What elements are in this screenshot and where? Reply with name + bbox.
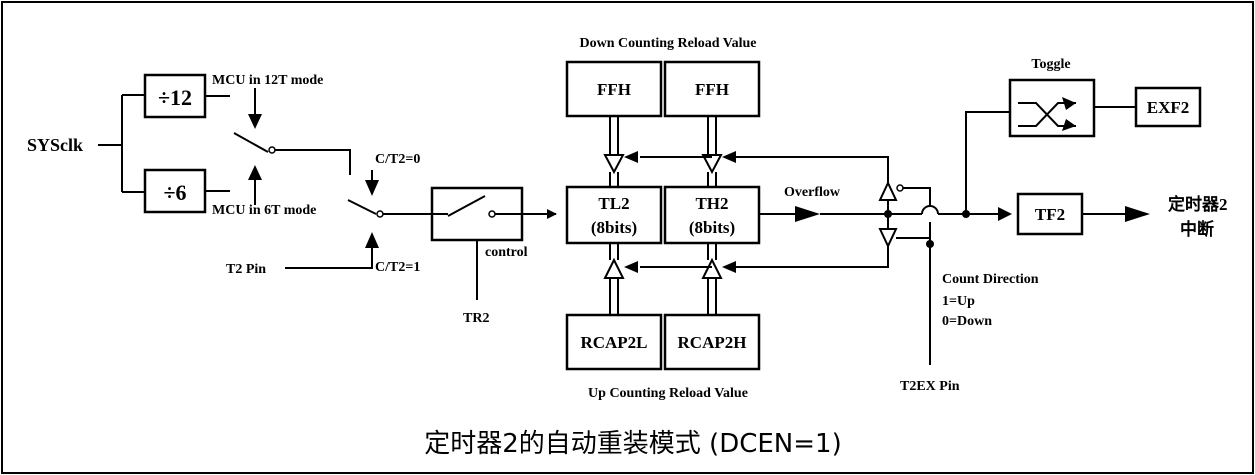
interrupt-arrowhead bbox=[1125, 206, 1150, 222]
mode-switch-output bbox=[275, 149, 351, 175]
down-reload-control-line bbox=[728, 156, 889, 183]
divide-by-12-label: ÷12 bbox=[158, 85, 192, 110]
ffh-high-bus bbox=[707, 116, 717, 155]
rcap2l-bus-upper bbox=[609, 243, 619, 260]
th2-name: TH2 bbox=[695, 194, 728, 213]
ffh-high-bus-head bbox=[701, 154, 723, 175]
ffh-low-bus-head bbox=[603, 154, 625, 175]
up-reload-control-line bbox=[728, 246, 889, 268]
rcap2h-bus-head bbox=[701, 257, 723, 279]
interrupt-line1: 定时器2 bbox=[1168, 194, 1228, 214]
interrupt-line2: 中断 bbox=[1180, 219, 1214, 239]
ffh-high-box bbox=[663, 60, 761, 118]
rcap2l-label: RCAP2L bbox=[580, 333, 647, 352]
rcap2h-bus-upper bbox=[707, 243, 717, 260]
ct2-1-label: C/T2=1 bbox=[375, 260, 420, 275]
rcap2l-bus bbox=[609, 278, 619, 315]
t2-pin-wire bbox=[285, 262, 373, 269]
tl2-box bbox=[565, 185, 663, 245]
direction-junction bbox=[926, 240, 934, 248]
diagram-caption: 定时器2的自动重装模式 (DCEN=1) bbox=[424, 429, 841, 459]
sysclk-label: SYSclk bbox=[27, 135, 83, 155]
divide-by-6-label: ÷6 bbox=[163, 180, 186, 205]
gate-down-bubble bbox=[896, 184, 904, 192]
exf2-label: EXF2 bbox=[1147, 98, 1190, 117]
tf2-arrowhead bbox=[998, 207, 1012, 221]
ffh-low-bus-lower bbox=[609, 172, 619, 187]
sysclk-wire bbox=[98, 94, 145, 193]
ffh-low-label: FFH bbox=[597, 80, 631, 99]
overflow-arrowhead bbox=[795, 206, 820, 222]
control-switch-out-node bbox=[488, 210, 496, 218]
rcap2l-box bbox=[565, 313, 663, 371]
toggle-symbol-arrow-up bbox=[1062, 97, 1076, 110]
ffh-high-bus-lower bbox=[707, 172, 717, 187]
direction-gate-feed-top bbox=[903, 187, 931, 206]
mode-switch-pivot bbox=[268, 146, 276, 154]
control-label: control bbox=[485, 245, 528, 260]
ct2-switch-pivot bbox=[376, 210, 384, 218]
ffh-low-box bbox=[565, 60, 663, 118]
mode-6t-arrowhead bbox=[248, 165, 262, 180]
up-reload-arrow-tl2 bbox=[624, 261, 638, 273]
gate-down-buffer bbox=[878, 180, 898, 201]
rcap2h-label: RCAP2H bbox=[678, 333, 747, 352]
mode-12t-arrowhead bbox=[248, 114, 262, 129]
gate-up-buffer bbox=[878, 228, 898, 249]
down-reload-arrow-tl2 bbox=[624, 151, 638, 163]
ffh-high-label: FFH bbox=[695, 80, 729, 99]
tl2-name: TL2 bbox=[598, 194, 629, 213]
toggle-symbol-arrow-down bbox=[1062, 119, 1076, 131]
down-reload-title: Down Counting Reload Value bbox=[580, 36, 757, 51]
down-reload-arrow-th2 bbox=[722, 151, 736, 163]
direction-crossover bbox=[921, 205, 939, 215]
ct2-0-arrowhead bbox=[365, 180, 379, 196]
mode-switch-blade bbox=[233, 132, 269, 153]
mode-6t-label: MCU in 6T mode bbox=[212, 203, 316, 218]
count-direction-down: 0=Down bbox=[942, 314, 992, 329]
t2ex-pin-label: T2EX Pin bbox=[900, 379, 960, 394]
divide-by-6-box bbox=[143, 168, 207, 214]
th2-bits: (8bits) bbox=[689, 218, 735, 237]
ffh-low-bus bbox=[609, 116, 619, 155]
count-direction-up: 1=Up bbox=[942, 294, 975, 309]
control-switch-contact bbox=[447, 195, 486, 217]
count-direction-title: Count Direction bbox=[942, 272, 1039, 287]
toggle-label: Toggle bbox=[1031, 57, 1070, 72]
ct2-0-label: C/T2=0 bbox=[375, 152, 420, 167]
mode-12t-label: MCU in 12T mode bbox=[212, 73, 323, 88]
t2-pin-label: T2 Pin bbox=[226, 262, 266, 277]
up-reload-arrow-th2 bbox=[722, 261, 736, 273]
rcap2l-bus-head bbox=[603, 257, 625, 279]
ct2-1-arrowhead bbox=[365, 232, 379, 248]
exf2-box bbox=[1134, 86, 1202, 128]
divide-by-12-box bbox=[143, 73, 207, 119]
rcap2h-box bbox=[663, 313, 761, 371]
junction-to-toggle bbox=[965, 111, 1010, 214]
tr2-label: TR2 bbox=[463, 311, 489, 326]
rcap2h-bus bbox=[707, 278, 717, 315]
overflow-label: Overflow bbox=[784, 185, 841, 200]
tl2-bits: (8bits) bbox=[591, 218, 637, 237]
tf2-label: TF2 bbox=[1035, 205, 1065, 224]
up-reload-title: Up Counting Reload Value bbox=[588, 386, 748, 401]
ct2-switch-blade bbox=[347, 199, 377, 215]
